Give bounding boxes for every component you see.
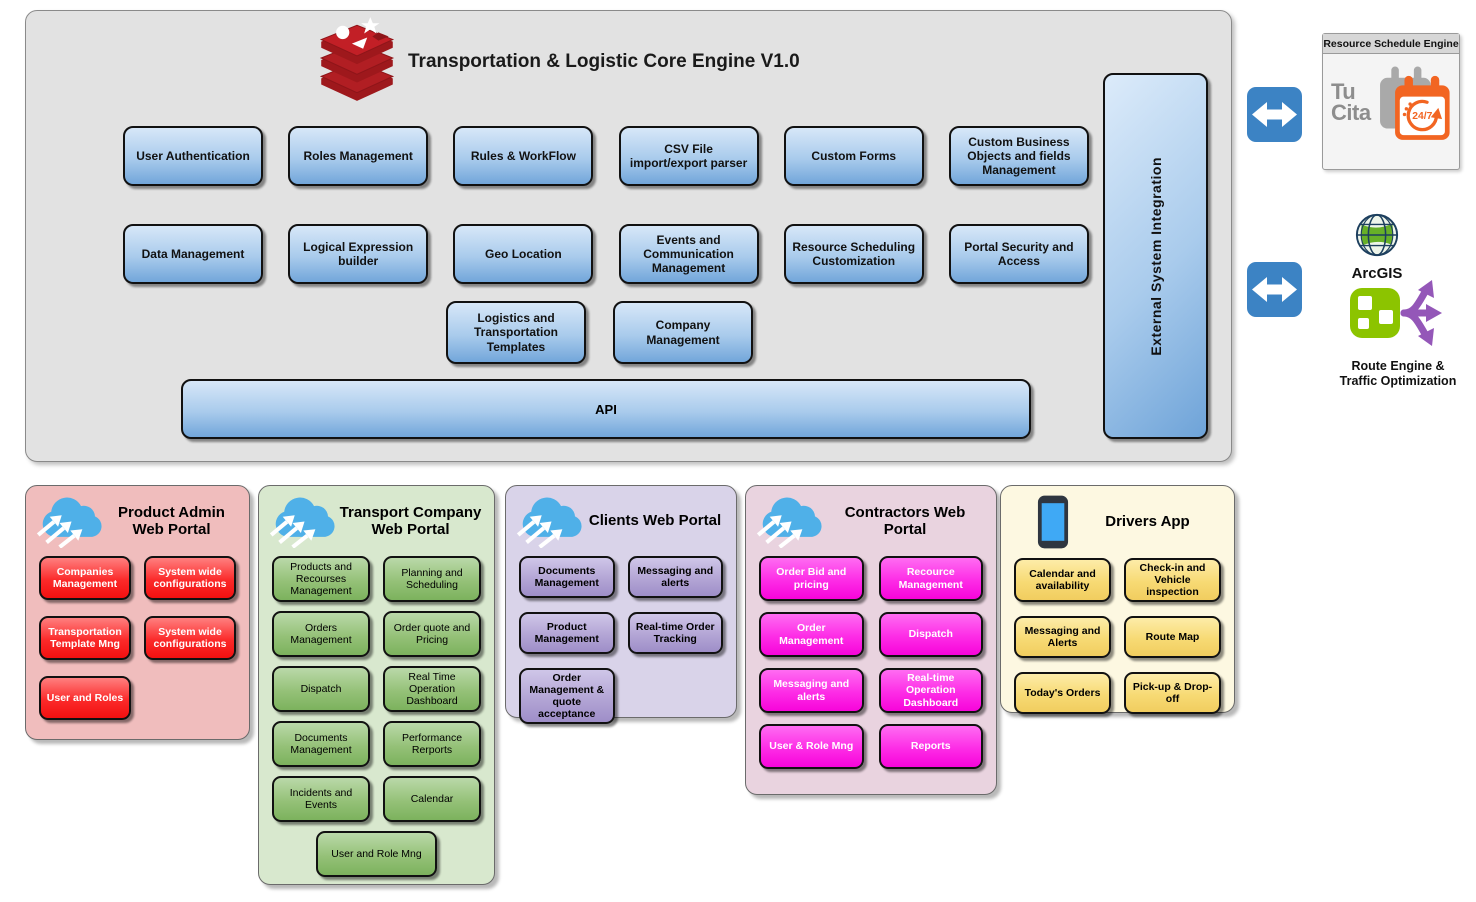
engine-title: Transportation & Logistic Core Engine V1… [408,51,800,72]
arcgis-label: ArcGIS [1351,265,1403,282]
cloud-arrows-icon [269,497,335,548]
btn-documents-management: Documents Management [519,556,615,598]
portal-drivers-app: Drivers App Calendar and availability Ch… [1000,485,1235,715]
btn-dispatch: Dispatch [272,666,370,712]
btn-real-time-operation-dashboard: Real-time Operation Dashboard [878,668,983,713]
route-engine-logo: Route Engine & Traffic Optimization [1327,272,1469,389]
tucita-wordmark: Tu Cita [1331,79,1371,125]
sync-arrows-icon [1247,87,1302,142]
btn-dispatch: Dispatch [878,612,983,657]
portal-button-grid: Calendar and availability Check-in and V… [1001,552,1234,715]
btn-transportation-template-mng: Transportation Template Mng [39,616,131,660]
module-events-communication: Events and Communication Management [618,224,759,284]
btn-incidents-and-events: Incidents and Events [272,776,370,822]
tucita-calendar-icon: 24/7 [1380,66,1450,140]
portal-contractors: Contractors Web Portal Order Bid and pri… [745,485,997,795]
portal-header: Contractors Web Portal [746,486,996,550]
btn-user-and-role-mng: User and Role Mng [315,831,438,877]
svg-text:24/7: 24/7 [1412,111,1432,122]
portal-title: Contractors Web Portal [844,503,966,538]
external-system-integration-bar: External System Integration [1103,73,1208,439]
btn-calendar-and-availability: Calendar and availability [1014,558,1111,603]
module-rules-workflow: Rules & WorkFlow [453,126,594,186]
module-logical-expression-builder: Logical Expression builder [288,224,429,284]
portal-button-grid: Companies Management System wide configu… [26,550,249,720]
btn-order-management: Order Management [759,612,864,657]
cloud-arrows-icon [36,497,102,548]
portal-title: Clients Web Portal [588,512,722,530]
module-resource-scheduling: Resource Scheduling Customization [783,224,924,284]
btn-documents-management: Documents Management [272,721,370,767]
btn-real-time-operation-dashboard: Real Time Operation Dashboard [383,666,481,712]
route-engine-label: Route Engine & Traffic Optimization [1339,359,1457,388]
btn-orders-management: Orders Management [272,611,370,657]
module-roles-management: Roles Management [288,126,429,186]
cloud-arrows-icon [516,497,582,548]
portal-title: Drivers App [1105,513,1190,531]
smartphone-icon [1037,495,1069,549]
btn-performance-rerports: Performance Rerports [383,721,481,767]
portal-button-grid: Documents Management Messaging and alert… [506,550,736,725]
btn-calendar: Calendar [383,776,481,822]
module-row-1: User Authentication Roles Management Rul… [123,126,1089,186]
btn-check-in-vehicle-inspection: Check-in and Vehicle inspection [1124,558,1221,603]
btn-messaging-and-alerts: Messaging and alerts [627,556,723,598]
btn-messaging-and-alerts: Messaging and alerts [759,668,864,713]
btn-companies-management: Companies Management [39,556,131,600]
arcgis-globe-icon [1355,213,1399,257]
module-data-management: Data Management [123,224,263,284]
btn-order-management-quote-acceptance: Order Management & quote acceptance [519,668,615,725]
btn-order-quote-and-pricing: Order quote and Pricing [383,611,481,657]
portal-header: Clients Web Portal [506,486,736,550]
module-geo-location: Geo Location [453,224,594,284]
sync-arrows-icon [1247,262,1302,317]
module-custom-forms: Custom Forms [783,126,924,186]
module-user-authentication: User Authentication [123,126,263,186]
btn-route-map: Route Map [1124,616,1221,659]
btn-user-and-roles: User and Roles [39,676,131,720]
btn-pick-up-drop-off: Pick-up & Drop-off [1124,672,1221,715]
external-system-integration-label: External System Integration [1147,156,1164,356]
resource-schedule-engine-title: Resource Schedule Engine [1323,34,1459,54]
btn-system-wide-configurations-2: System wide configurations [144,616,236,660]
route-engine-icon [1350,280,1442,346]
btn-product-management: Product Management [519,612,615,654]
redis-stack-icon [319,17,395,101]
arcgis-logo: ArcGIS [1332,212,1422,282]
btn-planning-and-scheduling: Planning and Scheduling [383,556,481,602]
cloud-arrows-icon [756,497,822,548]
portal-header: Drivers App [1001,486,1234,552]
btn-todays-orders: Today's Orders [1014,672,1111,715]
btn-system-wide-configurations-1: System wide configurations [144,556,236,600]
module-row-2: Data Management Logical Expression build… [123,224,1089,284]
module-company-management: Company Management [613,301,753,364]
module-custom-business-objects: Custom Business Objects and fields Manag… [948,126,1089,186]
btn-messaging-and-alerts: Messaging and Alerts [1014,616,1111,659]
module-csv-parser: CSV File import/export parser [618,126,759,186]
resource-schedule-engine-box: Resource Schedule Engine Tu Cita 24/7 [1322,33,1460,170]
btn-user-role-mng: User & Role Mng [759,724,864,769]
portal-button-grid: Order Bid and pricing Recource Managemen… [746,550,996,769]
module-portal-security: Portal Security and Access [948,224,1089,284]
btn-products-recourses-management: Products and Recourses Management [272,556,370,602]
core-engine-panel: Transportation & Logistic Core Engine V1… [25,10,1232,462]
module-logistics-templates: Logistics and Transportation Templates [446,301,586,364]
btn-recource-management: Recource Management [878,556,983,601]
api-bar: API [181,379,1031,439]
btn-order-bid-and-pricing: Order Bid and pricing [759,556,864,601]
portal-button-grid: Products and Recourses Management Planni… [259,550,494,877]
tucita-logo: Tu Cita 24/7 [1323,54,1459,164]
btn-real-time-order-tracking: Real-time Order Tracking [627,612,723,654]
portal-clients: Clients Web Portal Documents Management … [505,485,737,725]
btn-reports: Reports [878,724,983,769]
